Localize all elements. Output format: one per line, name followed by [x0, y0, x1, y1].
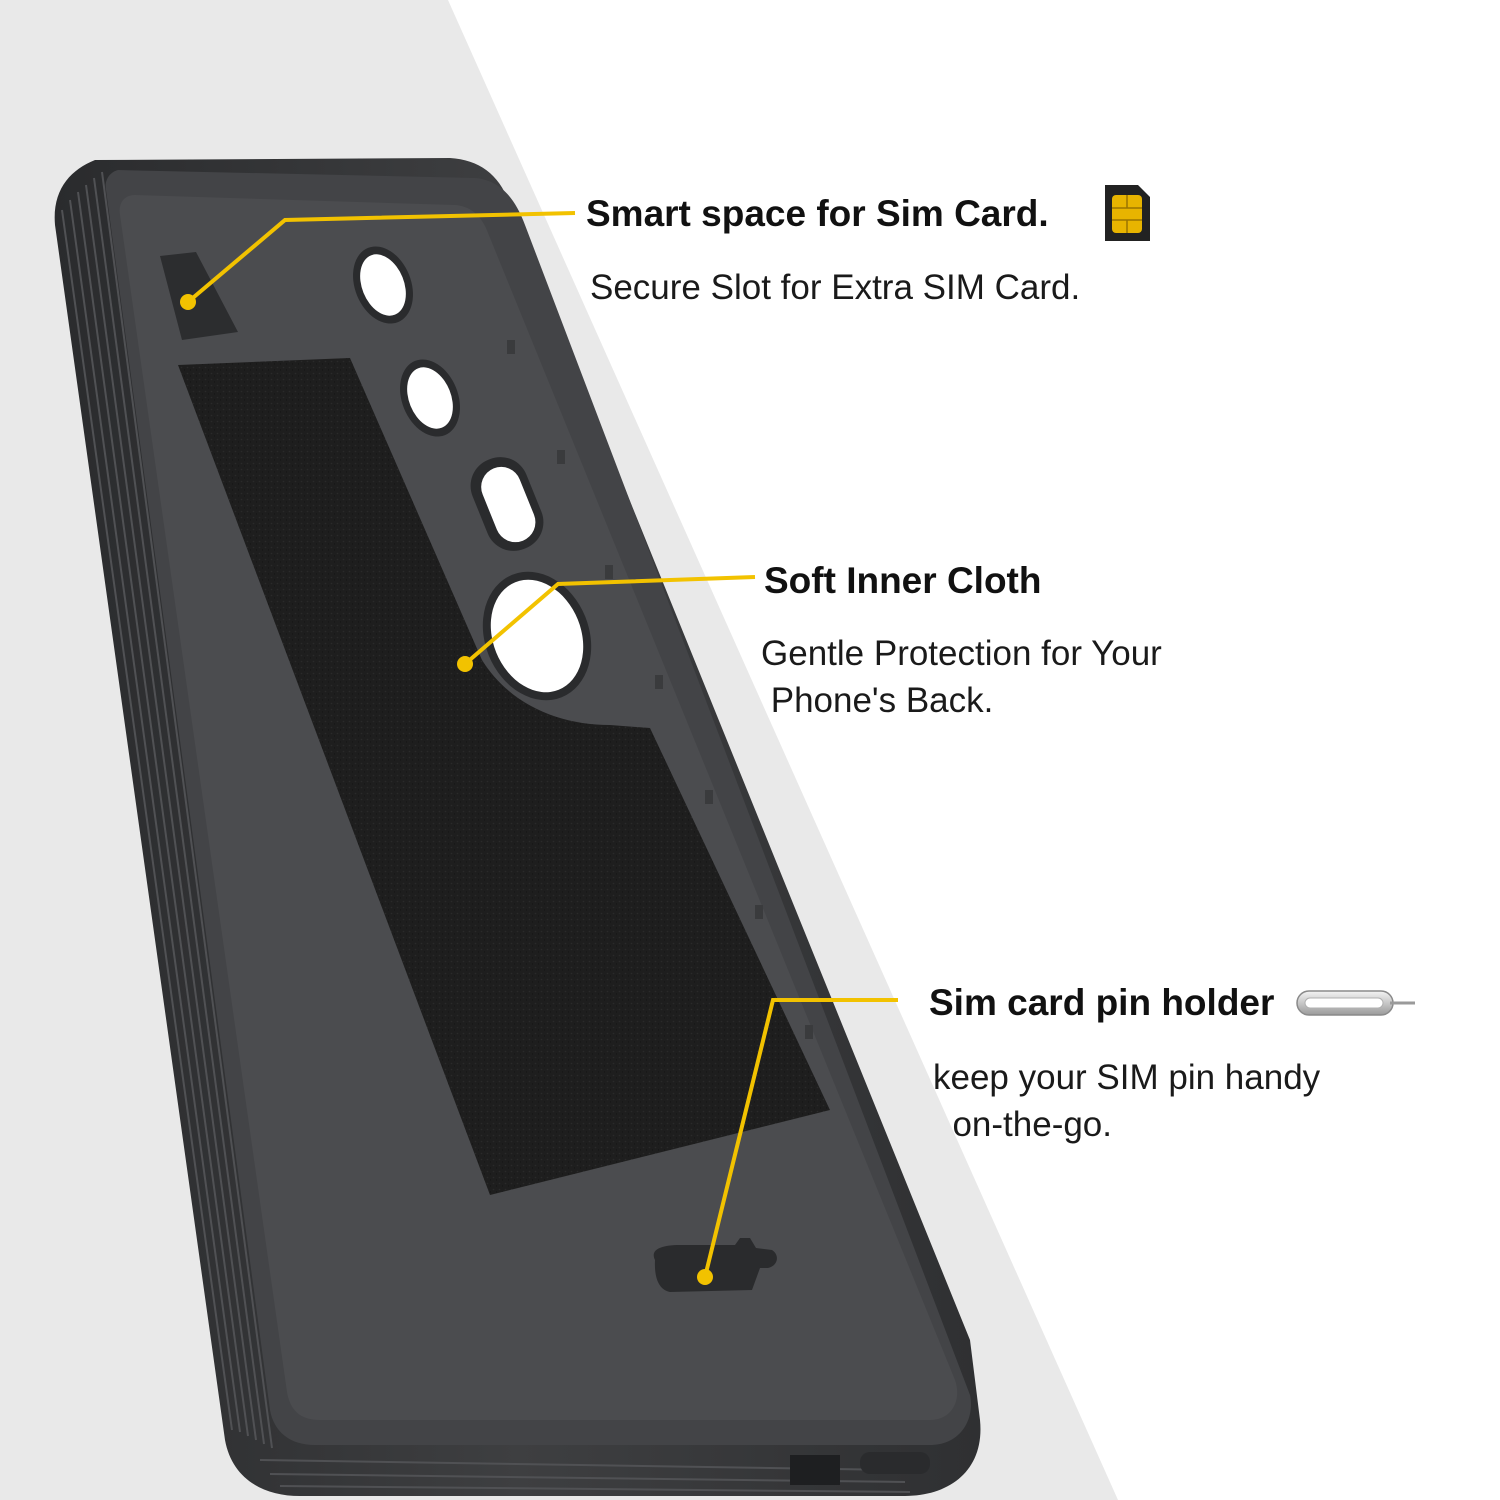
sim-eject-pin-icon [1296, 990, 1415, 1016]
soft-inner-cloth [178, 358, 830, 1195]
leader-dot-pin-holder [697, 1269, 713, 1285]
side-tabs [507, 340, 813, 1039]
leader-line-cloth [463, 575, 756, 666]
sim-card-description: Secure Slot for Extra SIM Card. [590, 268, 1081, 307]
leader-dot-cloth [457, 656, 473, 672]
pin-holder-title: Sim card pin holder [929, 982, 1275, 1023]
leader-line-sim-card [186, 211, 576, 304]
pin-holder-description-line-1: keep your SIM pin handy [933, 1058, 1321, 1097]
cloth-title: Soft Inner Cloth [764, 560, 1042, 601]
phone-case [54, 158, 981, 1496]
sim-card-title: Smart space for Sim Card. [586, 193, 1049, 234]
camera-cutouts [353, 246, 592, 701]
leader-dot-sim-card [180, 294, 196, 310]
leader-line-pin-holder [703, 998, 898, 1278]
sim-pin-slot [653, 1238, 777, 1292]
sim-card-icon [1105, 185, 1150, 241]
cloth-description-line-1: Gentle Protection for Your [761, 634, 1162, 673]
speaker-cutout [860, 1452, 930, 1474]
pin-holder-description-line-2: on-the-go. [933, 1105, 1112, 1144]
leader-lines [186, 211, 898, 1278]
sim-card-slot [160, 252, 238, 340]
case-ridges [61, 171, 273, 1449]
charging-port-cutout [790, 1455, 840, 1485]
cloth-description-line-2: Phone's Back. [761, 681, 994, 720]
